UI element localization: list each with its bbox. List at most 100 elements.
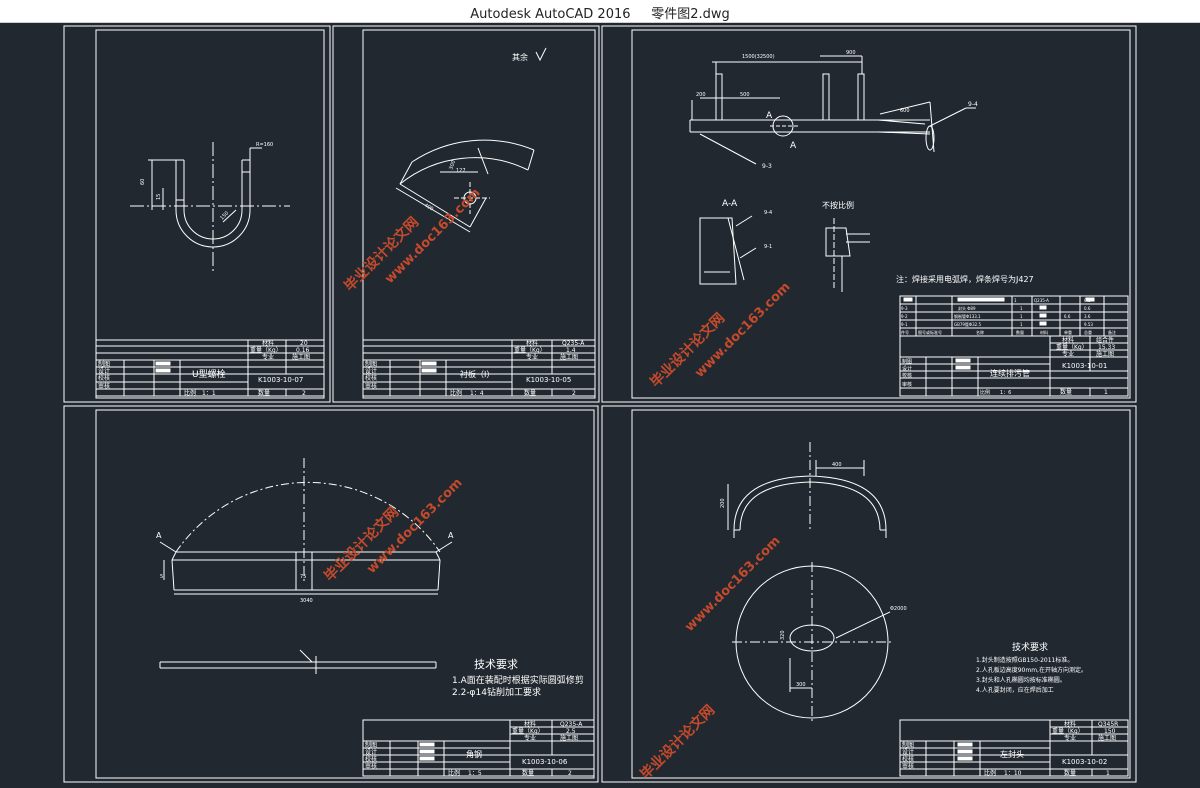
plate-drawing <box>395 139 535 233</box>
dim-text: 200 <box>696 92 706 98</box>
bom-cell: 1 <box>1020 306 1023 311</box>
tech-title: 技术要求 <box>1012 641 1048 653</box>
dim-text: 3040 <box>300 598 313 604</box>
label: 校核 <box>902 372 912 379</box>
label: 比例 <box>448 769 460 777</box>
label: 制图 <box>365 741 377 749</box>
material: Q235-A <box>560 721 583 728</box>
label: 专业 <box>524 734 536 742</box>
sheet-border <box>63 405 599 783</box>
label: 比例 <box>450 389 462 397</box>
bom-cell: 1 <box>1020 314 1023 319</box>
drawing-code: K1003-10-05 <box>526 376 571 384</box>
dim-text: 320 <box>780 630 786 640</box>
label: 设计 <box>902 365 912 372</box>
bom-cell: 1 <box>1014 298 1017 303</box>
weight: 0.16 <box>296 347 310 354</box>
dim-text: 300 <box>796 682 806 688</box>
surface-note: 其余 <box>512 52 528 62</box>
label: 重量（Kg） <box>250 346 282 354</box>
part-label: 9-4 <box>764 210 772 216</box>
bom-cell: GB79管Φ32.5 <box>954 321 981 327</box>
label: 专业 <box>1062 350 1074 358</box>
bom-header: 数量 <box>1016 329 1024 335</box>
title-block <box>362 719 595 777</box>
title-block <box>362 339 596 397</box>
label: 制图 <box>98 360 110 368</box>
dim-text: R=160 <box>256 142 273 148</box>
qty: 2 <box>568 770 572 777</box>
label: 比例 <box>984 769 996 777</box>
scale: 1：5 <box>468 770 482 777</box>
sheet-border <box>332 25 600 403</box>
label: 设计 <box>98 367 110 375</box>
scale: 1：1 <box>202 390 216 397</box>
tech-line: 2.人孔板边高度90mm,在开轴方向测定。 <box>976 666 1087 674</box>
part-label: 9-4 <box>968 101 978 108</box>
tech-line: 4.人孔要封闭，应在焊后加工 <box>976 686 1054 694</box>
dim-text: 127 <box>456 168 466 174</box>
bom-cell: Q235-A <box>1034 298 1049 303</box>
section-mark: A <box>156 531 162 540</box>
label: 数量 <box>1060 388 1072 396</box>
note: 不按比例 <box>822 200 854 210</box>
label: 校核 <box>365 374 377 382</box>
bom-header: 件号 <box>901 329 909 335</box>
label: 设计 <box>365 748 377 756</box>
dim-text: 150 <box>219 210 230 221</box>
weld-note: 注：焊接采用电弧焊，焊条焊号为J427 <box>896 274 1034 284</box>
sheet-frame <box>95 409 595 779</box>
sheet-border <box>63 25 331 403</box>
label: 重量（Kg） <box>1052 727 1084 735</box>
drawing-code: K1003-10-01 <box>1062 362 1107 370</box>
drawing-code: K1003-10-07 <box>258 376 303 384</box>
stage: 施工图 <box>560 353 578 361</box>
bom-cell: 0.6 <box>1084 306 1091 311</box>
label: 重量（Kg） <box>514 346 546 354</box>
sheet-angle[interactable]: A A 3040 5 75 技术要求 1.A面在装配时根据实际圆弧修剪 2.2-… <box>63 405 599 783</box>
sheet-plate[interactable]: 其余 127 300 400 <box>332 25 600 403</box>
angle-drawing <box>159 458 453 674</box>
section-mark: A <box>448 531 454 540</box>
sheet-head[interactable]: 400 200 Φ2000 320 300 技术要求 1.封头制造按照GB150… <box>601 405 1137 783</box>
material: 组合件 <box>1096 336 1114 344</box>
drawing-canvas[interactable]: 60 15 150 R=160 制图 设计 校核 审核 材料 20 <box>0 22 1200 784</box>
dim-text: 400 <box>832 462 842 468</box>
dim-text: 500 <box>740 92 750 98</box>
title-bar: Autodesk AutoCAD 2016 零件图2.dwg <box>0 0 1200 23</box>
sheet-frame <box>631 29 1131 399</box>
watermark-url: www.doc163.com <box>682 533 783 634</box>
sheet-ubolt[interactable]: 60 15 150 R=160 制图 设计 校核 审核 材料 20 <box>63 25 331 403</box>
label: 审核 <box>365 762 377 770</box>
bom-header: 图号或标准号 <box>918 329 942 335</box>
label: 设计 <box>365 367 377 375</box>
dim-text: 5 <box>160 574 163 580</box>
title-block <box>899 719 1129 777</box>
title-block <box>95 339 325 397</box>
bom-cell: 0.1 <box>1084 298 1091 303</box>
bom-header: 材料 <box>1040 329 1048 335</box>
scale: 1：6 <box>1000 390 1011 396</box>
label: 材料 <box>524 720 536 728</box>
qty: 2 <box>572 390 576 397</box>
qty: 1 <box>1104 389 1108 396</box>
sheet-border <box>601 405 1137 783</box>
watermark: 毕业设计论文网 www.doc163.com 毕业设计论文网 www.doc16… <box>321 185 794 782</box>
app-title: Autodesk AutoCAD 2016 <box>470 7 631 22</box>
file-name: 零件图2.dwg <box>651 7 730 22</box>
weight: 2.5 <box>566 728 576 735</box>
tech-line: 3.封头和人孔椭圆均按标准椭圆。 <box>976 676 1066 684</box>
label: 设计 <box>902 748 914 756</box>
bom-cell: 3.6 <box>1084 314 1091 319</box>
dim-text: 600 <box>900 108 910 114</box>
qty: 1 <box>1106 770 1110 777</box>
scale: 1：4 <box>470 390 484 397</box>
head-elevation <box>727 442 887 538</box>
sheet-pipe[interactable]: 1500(32500) 900 500 200 600 A A 9-3 9-4 … <box>601 25 1137 403</box>
label: 重量（Kg） <box>512 727 544 735</box>
label: 数量 <box>1064 769 1076 777</box>
pipe-drawing <box>689 55 976 165</box>
scale: 1：10 <box>1004 770 1022 777</box>
label: 校核 <box>902 755 914 763</box>
bom-cell: 封头 Φ89 <box>958 305 976 311</box>
